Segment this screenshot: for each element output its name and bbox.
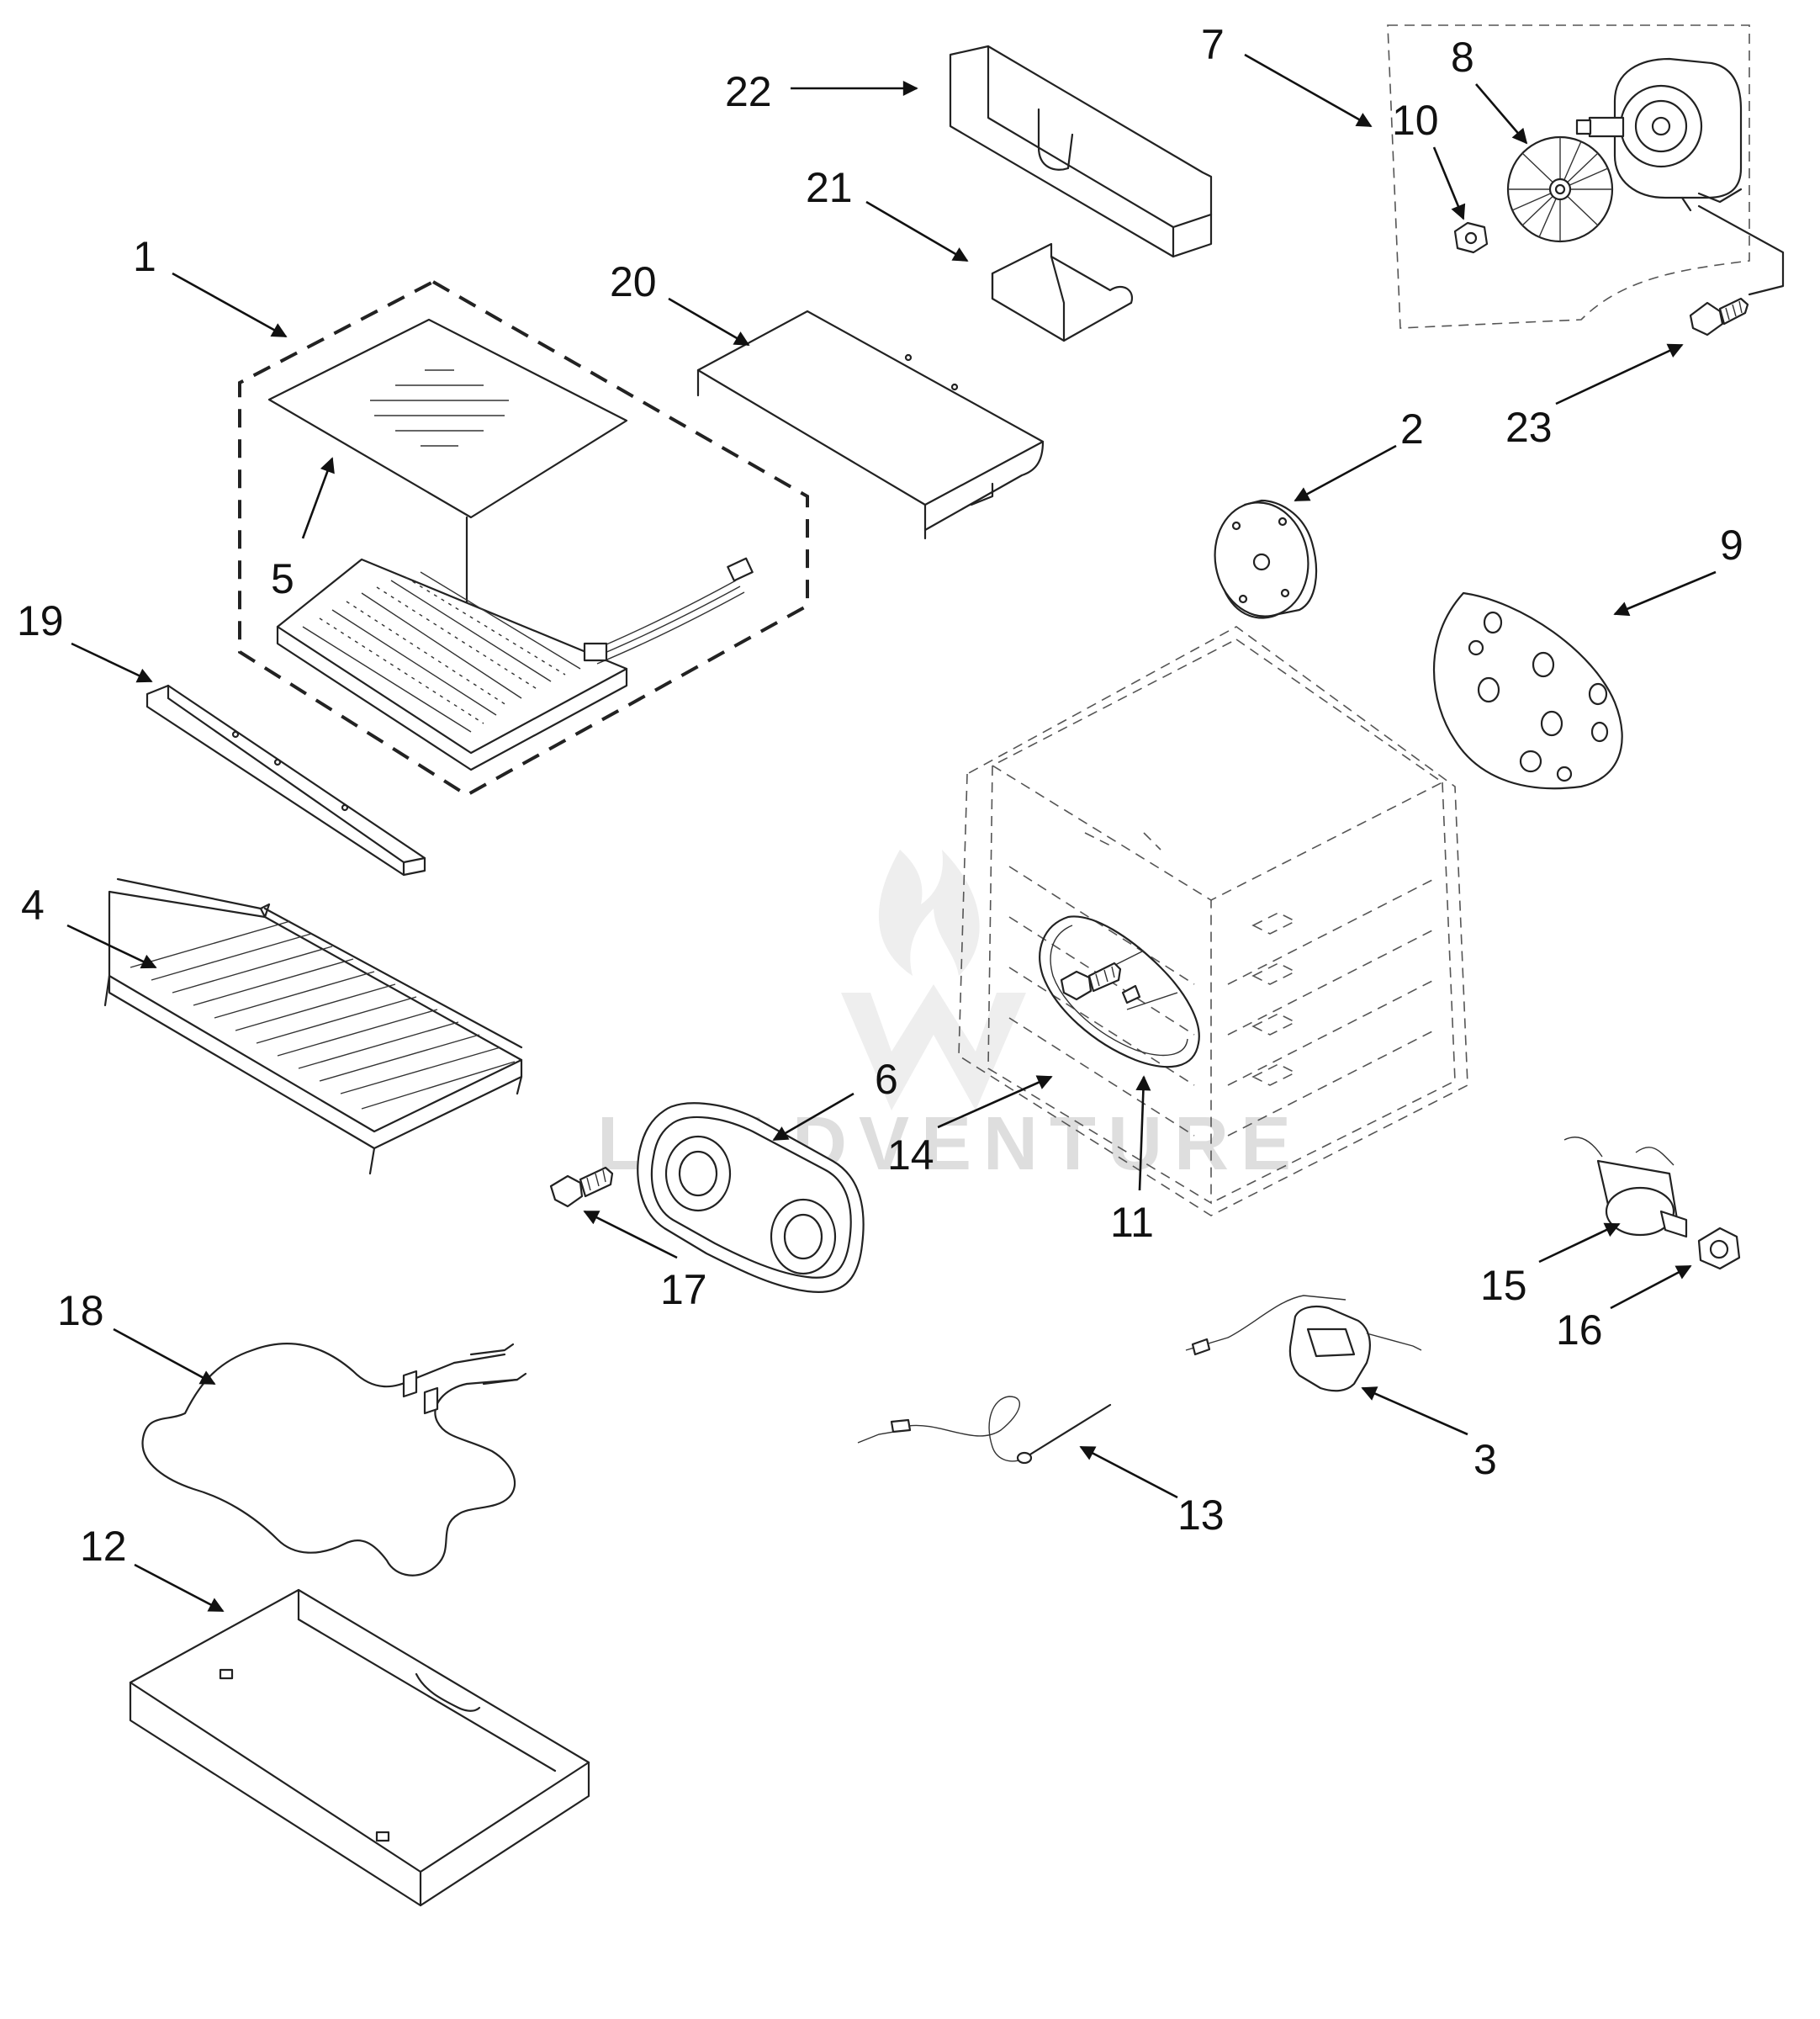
callout-23: 23 <box>1505 404 1553 451</box>
leader-13 <box>1079 1445 1178 1499</box>
leader-6 <box>772 1092 854 1142</box>
callout-22: 22 <box>725 68 772 115</box>
rack-wires <box>130 920 516 1110</box>
callout-6: 6 <box>875 1056 898 1103</box>
part-23-screw <box>1689 297 1749 336</box>
leader-21 <box>865 200 969 262</box>
element-terminal <box>583 642 608 662</box>
callout-18: 18 <box>57 1287 104 1334</box>
part-16-nut <box>1697 1227 1741 1270</box>
callout-4: 4 <box>21 882 45 929</box>
leader-20 <box>668 297 750 347</box>
part-12-bottom-pan <box>129 1588 590 1907</box>
part-18-bake-element <box>141 1342 527 1577</box>
callout-21: 21 <box>806 164 853 211</box>
callout-12: 12 <box>80 1523 127 1570</box>
leader-19 <box>71 642 153 683</box>
callout-5: 5 <box>271 555 294 602</box>
callout-8: 8 <box>1451 34 1474 81</box>
leader-2 <box>1294 444 1397 502</box>
element-tray-side <box>276 625 628 771</box>
part-11-convection-element <box>1039 915 1200 1068</box>
part-2-fan-baffle <box>1214 499 1318 619</box>
part-1-element-assembly <box>238 279 809 798</box>
callout-7: 7 <box>1201 21 1225 68</box>
part-13-meat-probe <box>857 1396 1112 1465</box>
part-21-bracket <box>991 242 1134 342</box>
leader-1 <box>172 272 288 338</box>
callout-14: 14 <box>887 1131 934 1179</box>
callout-16: 16 <box>1556 1306 1603 1354</box>
part-15-sensor-assembly <box>1563 1137 1688 1238</box>
part-9-gasket-plate <box>1433 591 1623 790</box>
part-17-screw <box>549 1166 614 1208</box>
leader-arrows <box>66 53 1717 1613</box>
callout-10: 10 <box>1392 97 1439 144</box>
element-wire-harness <box>588 580 745 665</box>
part-8-fan-blade <box>1506 135 1614 243</box>
motor-assembly-dashed-outline <box>1387 24 1750 329</box>
callout-labels: 1 2 3 4 5 6 7 8 9 10 11 12 13 14 15 16 1… <box>17 21 1743 1570</box>
leader-9 <box>1613 570 1717 617</box>
assembly-dashed-outline <box>238 279 809 798</box>
part-4-oven-rack <box>103 877 523 1175</box>
element-tray <box>276 558 628 755</box>
harness-connector <box>727 557 754 582</box>
part-3-control-module <box>1185 1295 1422 1392</box>
callout-13: 13 <box>1177 1492 1225 1539</box>
leader-23 <box>1555 343 1684 405</box>
callout-3: 3 <box>1473 1436 1497 1483</box>
callout-1: 1 <box>133 233 156 280</box>
part-22-duct-cover <box>949 45 1213 258</box>
part-7-fan-motor-assembly <box>1387 24 1785 329</box>
callout-15: 15 <box>1480 1262 1527 1309</box>
leader-5 <box>301 457 335 539</box>
leader-14 <box>937 1075 1053 1129</box>
callout-9: 9 <box>1720 522 1743 569</box>
leader-7 <box>1244 53 1373 128</box>
part-14-screw <box>1060 962 1122 1001</box>
leader-4 <box>66 924 157 969</box>
leader-12 <box>134 1563 225 1613</box>
part-20-top-cover <box>696 310 1045 540</box>
oven-cavity <box>958 626 1468 1216</box>
leader-15 <box>1538 1222 1621 1264</box>
leader-18 <box>113 1327 216 1386</box>
element-coil <box>302 571 581 733</box>
part-6-fan-cover <box>637 1102 865 1293</box>
leader-10 <box>1432 146 1466 220</box>
callout-11: 11 <box>1110 1199 1154 1246</box>
leader-3 <box>1361 1386 1468 1436</box>
callout-19: 19 <box>17 597 64 644</box>
part-5-insulation-sheet <box>267 318 628 519</box>
insulation-lines <box>370 369 509 447</box>
fan-motor <box>1575 57 1785 296</box>
leader-17 <box>583 1210 678 1259</box>
leader-16 <box>1610 1264 1692 1310</box>
watermark-logo <box>841 850 1026 1110</box>
callout-2: 2 <box>1400 405 1424 453</box>
callout-17: 17 <box>660 1266 707 1313</box>
callout-20: 20 <box>610 258 657 305</box>
part-10-nut <box>1453 221 1489 254</box>
part-19-trim-strip <box>145 684 426 877</box>
leader-11 <box>1135 1075 1151 1191</box>
leader-8 <box>1475 83 1528 145</box>
